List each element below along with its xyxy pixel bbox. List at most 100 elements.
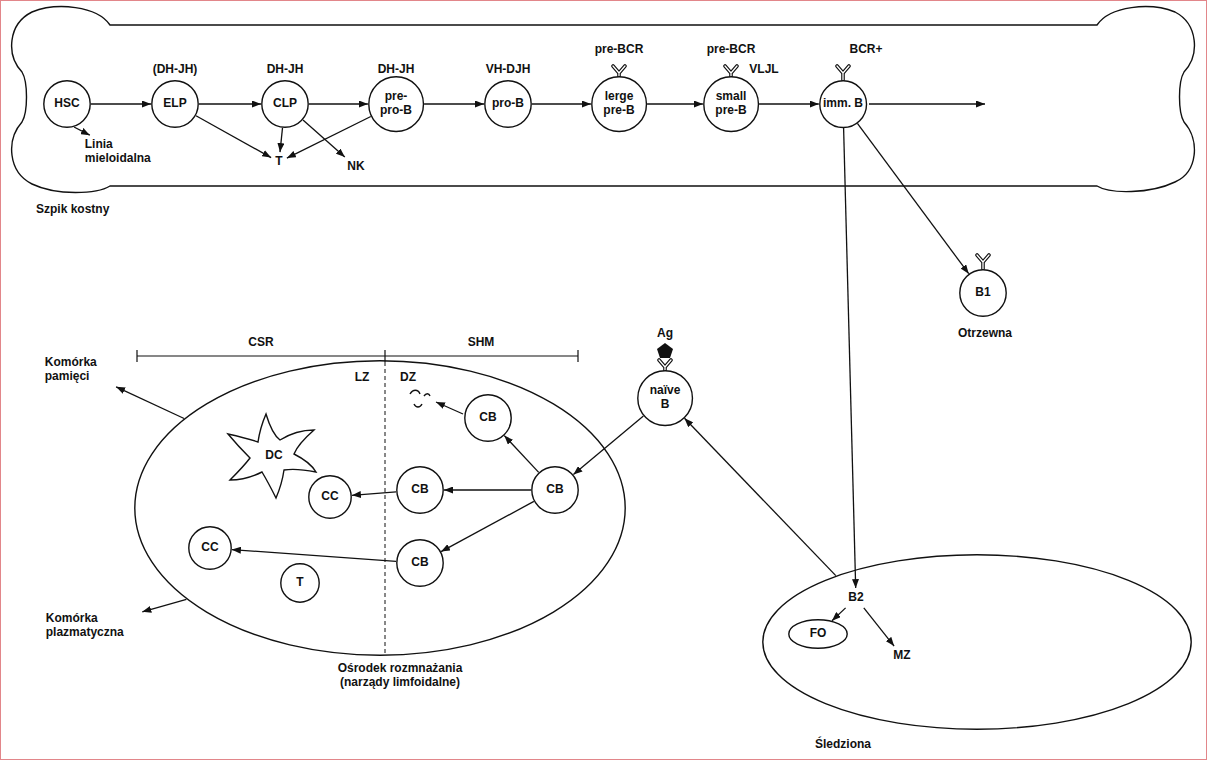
node-label: DC <box>265 449 282 463</box>
node-label: CLP <box>273 97 297 111</box>
cell-label: B2 <box>847 591 865 605</box>
node-label: lerge pre-B <box>598 90 640 118</box>
cell-label: NK <box>346 160 366 174</box>
zone-bracket <box>137 350 578 362</box>
connector-arrow <box>832 608 846 621</box>
connector-arrow <box>74 127 90 135</box>
cell-circle: CB <box>396 539 444 587</box>
node-heading: DH-JH <box>267 63 304 77</box>
node-label: Linia mieloidalna <box>84 138 160 166</box>
node-label: NK <box>346 160 366 174</box>
node-heading: VLJL <box>749 63 778 77</box>
connector-arrow <box>352 492 396 495</box>
cell-circle: HSC <box>43 80 91 128</box>
connector-arrow <box>116 387 184 419</box>
organ-outline: ŚledzionaB2FOMZ <box>762 554 1192 730</box>
cell-circle: naïve B <box>637 370 693 426</box>
node-label: B2 <box>847 591 865 605</box>
node-label: T <box>274 155 284 169</box>
node-heading: pre-BCR <box>595 43 644 57</box>
connector-arrow <box>685 418 836 575</box>
node-label: imm. B <box>823 97 863 111</box>
cell-label: Komórka pamięci <box>44 356 117 384</box>
cell-label: MZ <box>892 649 912 663</box>
node-label: FO <box>810 627 827 641</box>
node-label: naïve B <box>644 384 686 412</box>
connector-arrow <box>196 116 271 158</box>
connector-arrow <box>444 489 531 490</box>
cell-circle: ELP(DH-JH) <box>151 80 199 128</box>
connector-arrow <box>424 103 484 104</box>
connector-arrow <box>91 103 151 104</box>
node-heading: VH-DJH <box>486 63 531 77</box>
node-label: ELP <box>163 97 186 111</box>
connector-arrow <box>864 608 894 646</box>
node-heading: Śledziona <box>815 738 871 752</box>
node-label: CB <box>479 411 496 425</box>
node-heading: Szpik kostny <box>36 203 109 217</box>
connector-arrow <box>647 103 703 104</box>
connector-arrow <box>142 599 186 612</box>
cell-circle: CB <box>531 466 579 514</box>
node-heading: Otrzewna <box>958 327 1012 341</box>
node-label: small pre-B <box>710 90 752 118</box>
follicle-oval: FO <box>788 619 848 649</box>
cell-label: T <box>274 155 284 169</box>
connector-arrow <box>280 128 283 152</box>
cell-circle: small pre-Bpre-BCRVLJL <box>703 76 759 132</box>
cell-circle: B1Otrzewna <box>959 269 1007 317</box>
cell-circle: CC <box>308 475 352 519</box>
node-label: pro-B <box>492 97 524 111</box>
cell-circle: pro-BVH-DJH <box>484 80 532 128</box>
node-heading: BCR+ <box>849 43 882 57</box>
connector-arrow <box>532 103 591 104</box>
node-heading: Ośrodek rozmnażania (narządy limfoidalne… <box>320 662 480 690</box>
cell-circle: CB <box>396 466 444 514</box>
cell-circle: CC <box>188 526 232 570</box>
connector-arrow <box>504 436 538 473</box>
connector-arrow <box>759 103 819 104</box>
connector-arrow <box>309 103 368 104</box>
zone-divider <box>385 362 386 655</box>
node-label: CB <box>546 483 563 497</box>
region-label: SHM <box>468 336 495 350</box>
node-label: CB <box>411 556 428 570</box>
node-heading: DH-JH <box>378 63 415 77</box>
antigen-symbol <box>657 343 673 358</box>
connector-arrow <box>441 501 534 551</box>
connector-arrow <box>857 123 968 273</box>
connector-arrow <box>573 416 643 475</box>
node-label: T <box>296 576 303 590</box>
node-heading: (DH-JH) <box>153 63 198 77</box>
exit-arrow <box>869 103 985 104</box>
cell-label: Linia mieloidalna <box>84 138 161 166</box>
connector-arrow <box>303 120 345 157</box>
node-heading: LZ <box>355 371 370 385</box>
node-label: MZ <box>892 649 912 663</box>
node-heading: pre-BCR <box>707 43 756 57</box>
apoptotic-fragments <box>410 390 430 407</box>
node-label: CB <box>411 483 428 497</box>
node-label: pre- pro-B <box>375 90 417 118</box>
node-label: HSC <box>54 97 79 111</box>
connector-arrow <box>844 128 856 588</box>
node-heading: DZ <box>400 371 416 385</box>
organ-outline: LZDZOśrodek rozmnażania (narządy limfoid… <box>134 360 626 656</box>
connector-arrow <box>199 103 261 104</box>
cell-circle: imm. BBCR+ <box>819 80 867 128</box>
bcr-symbol <box>613 66 989 374</box>
connector-arrow <box>232 550 396 562</box>
cell-circle: T <box>280 563 320 603</box>
region-label: CSR <box>248 336 273 350</box>
cell-circle: CLPDH-JH <box>261 80 309 128</box>
cell-circle: lerge pre-Bpre-BCR <box>591 76 647 132</box>
apoptosis-arrow <box>436 402 463 414</box>
node-label: Komórka plazmatyczna <box>45 612 139 640</box>
node-label: Komórka pamięci <box>44 356 116 384</box>
node-label: CC <box>321 490 338 504</box>
cell-label: Komórka plazmatyczna <box>45 612 140 640</box>
bone-marrow-outline: Szpik kostnyHSCELP(DH-JH)CLPDH-JHpre- pr… <box>0 0 1207 200</box>
node-label: CC <box>201 541 218 555</box>
